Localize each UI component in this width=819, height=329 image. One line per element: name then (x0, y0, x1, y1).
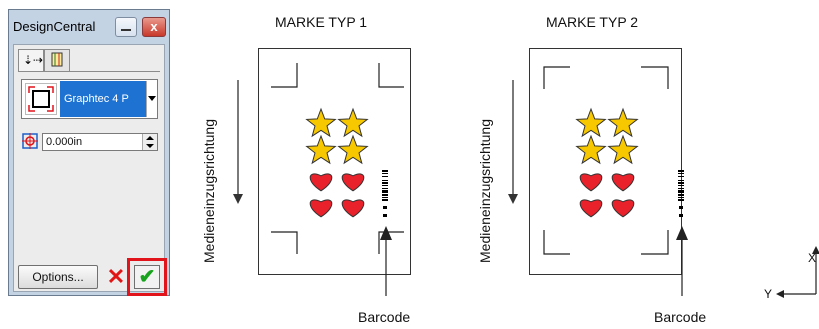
star-shape (575, 134, 607, 165)
star-shape (337, 134, 369, 165)
diagram2-direction-label: Medieneinzugsrichtung (477, 119, 493, 263)
barcode-bar (382, 185, 388, 186)
barcode-icon (382, 170, 388, 217)
barcode-bar (678, 199, 684, 201)
barcode-bar (382, 194, 388, 196)
diagram1-barcode-label: Barcode (358, 309, 411, 325)
diagram2-sheet (529, 48, 682, 275)
y-axis-label: Y (764, 287, 773, 301)
barcode-bar (382, 197, 388, 198)
barcode-bar (382, 173, 388, 174)
ok-button[interactable]: ✔ (134, 265, 160, 289)
heart-shape (579, 199, 603, 218)
cancel-button[interactable]: ✕ (106, 264, 126, 289)
star-shape (607, 134, 639, 165)
offset-icon (22, 133, 38, 149)
diagram2-title: MARKE TYP 2 (546, 14, 639, 30)
barcode-block (679, 206, 683, 209)
barcode-block (383, 214, 387, 217)
heart-shape (579, 173, 603, 192)
heart-shape (309, 173, 333, 192)
heart-shape (341, 199, 365, 218)
barcode-bar (678, 185, 684, 186)
star-shape (305, 107, 337, 138)
heart-shape (611, 173, 635, 192)
barcode-bar (678, 182, 684, 184)
barcode-bar (382, 170, 388, 172)
registration-marks (271, 63, 404, 254)
star-shape (607, 107, 639, 138)
offset-stepper[interactable] (142, 134, 157, 150)
tab-layout[interactable] (44, 49, 70, 71)
barcode-bar (678, 170, 684, 172)
barcode-bar (382, 188, 388, 189)
barcode-bar (382, 199, 388, 201)
barcode-block (679, 214, 683, 217)
panel-title: DesignCentral (13, 19, 96, 34)
heart-shape (611, 199, 635, 218)
diagram2-barcode-label: Barcode (654, 309, 707, 325)
chevron-down-icon[interactable] (146, 81, 156, 117)
device-selected-value: Graphtec 4 P (60, 81, 148, 117)
minimize-button[interactable] (115, 17, 137, 37)
tab-registration-marks[interactable]: ⇣⇢ (18, 49, 44, 71)
x-axis-label: X (808, 251, 817, 265)
registration-mark-icon (25, 83, 57, 115)
heart-shape (309, 199, 333, 218)
heart-shape (341, 173, 365, 192)
barcode-pointer-arrow (380, 226, 392, 296)
barcode-block (383, 206, 387, 209)
options-button[interactable]: Options... (18, 265, 98, 289)
barcode-bar (678, 190, 684, 193)
barcode-bar (678, 188, 684, 189)
diagram1-artwork (305, 107, 369, 218)
panel-content: ⇣⇢ Graphtec 4 P (13, 44, 167, 296)
barcode-bar (382, 180, 388, 181)
layout-tab-icon (51, 52, 63, 67)
offset-input[interactable]: 0.000in (42, 133, 158, 151)
barcode-bar (382, 176, 388, 177)
barcode-icon (678, 170, 684, 217)
barcode-bar (678, 194, 684, 196)
barcode-bar (678, 173, 684, 174)
designcentral-panel: DesignCentral x ⇣⇢ (8, 9, 170, 296)
close-button[interactable]: x (142, 17, 166, 37)
star-shape (305, 134, 337, 165)
barcode-bar (382, 190, 388, 193)
barcode-bar (678, 180, 684, 181)
xy-axis-icon (776, 246, 819, 298)
star-shape (337, 107, 369, 138)
title-bar[interactable]: DesignCentral x (9, 10, 169, 44)
device-dropdown[interactable]: Graphtec 4 P (21, 79, 158, 119)
feed-arrow-icon (233, 80, 243, 204)
svg-text:⇣⇢: ⇣⇢ (23, 53, 43, 67)
ok-highlight: ✔ (127, 258, 167, 296)
diagram2-artwork (575, 107, 639, 218)
diagram1-title: MARKE TYP 1 (275, 14, 368, 30)
offset-value: 0.000in (46, 136, 83, 148)
registration-tab-icon: ⇣⇢ (23, 53, 43, 67)
barcode-bar (678, 197, 684, 198)
star-shape (575, 107, 607, 138)
diagram1-direction-label: Medieneinzugsrichtung (201, 119, 217, 263)
barcode-bar (678, 176, 684, 177)
barcode-pointer-arrow (676, 226, 688, 296)
barcode-bar (382, 182, 388, 184)
registration-marks (543, 66, 669, 255)
feed-arrow-icon (508, 80, 518, 204)
